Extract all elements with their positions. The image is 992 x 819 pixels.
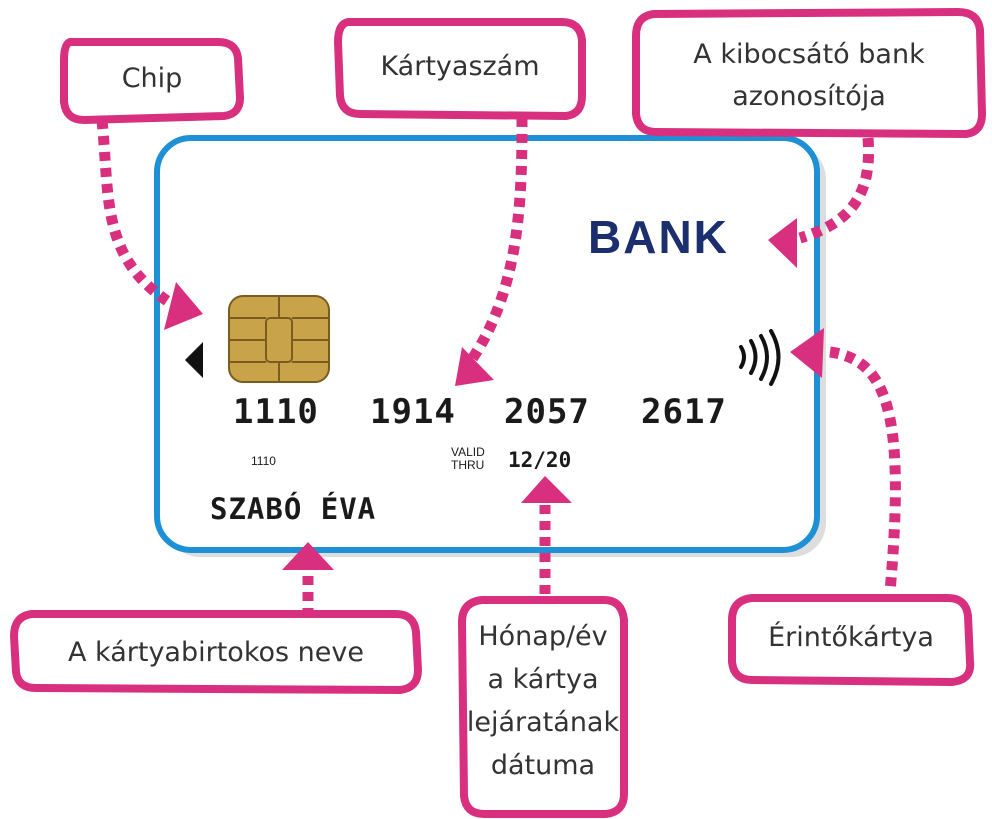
expiry-callout-box	[458, 596, 628, 818]
label-chip: Chip	[121, 63, 183, 94]
bank-name: BANK	[588, 211, 729, 263]
card-number-group-2: 1914	[370, 392, 456, 432]
valid-thru-line1: VALID	[451, 445, 485, 459]
bank-id-callout-box	[632, 8, 986, 138]
chip-callout-box	[60, 38, 244, 124]
holder-arrowhead	[282, 542, 334, 570]
expiry-arrowhead	[521, 476, 572, 503]
valid-thru-line2: THRU	[451, 458, 485, 472]
label-expiry-line3: lejáratának	[466, 707, 620, 738]
holder-callout-box	[10, 610, 422, 694]
label-expiry-line1: Hónap/év	[478, 621, 608, 652]
label-expiry-line2: a kártya	[487, 664, 599, 695]
expiry-date: 12/20	[508, 448, 572, 472]
number-arrowhead	[455, 347, 494, 386]
card-number-group-3: 2057	[504, 392, 590, 432]
label-bank-id-line2: azonosítója	[732, 81, 886, 112]
bank-arrowhead	[768, 218, 797, 268]
label-cardholder-name: A kártyabirtokos neve	[68, 637, 364, 668]
card-number-group-1: 1110	[233, 392, 319, 432]
card-number-callout-box	[334, 18, 586, 120]
label-contactless: Érintőkártya	[768, 622, 934, 653]
label-card-number: Kártyaszám	[380, 51, 540, 82]
cardholder-name: SZABÓ ÉVA	[210, 492, 377, 526]
triangle-left-icon	[185, 342, 203, 378]
chip-icon	[228, 295, 330, 383]
contactless-icon	[739, 329, 781, 386]
card-number-group-4: 2617	[641, 392, 727, 432]
chip-arrowhead	[164, 282, 203, 330]
contactless-arrowhead	[790, 328, 824, 378]
card-number-small: 1110	[251, 454, 276, 468]
label-bank-id-line1: A kibocsátó bank	[693, 39, 925, 70]
contactless-callout-box	[728, 594, 975, 686]
label-expiry-line4: dátuma	[490, 750, 596, 781]
